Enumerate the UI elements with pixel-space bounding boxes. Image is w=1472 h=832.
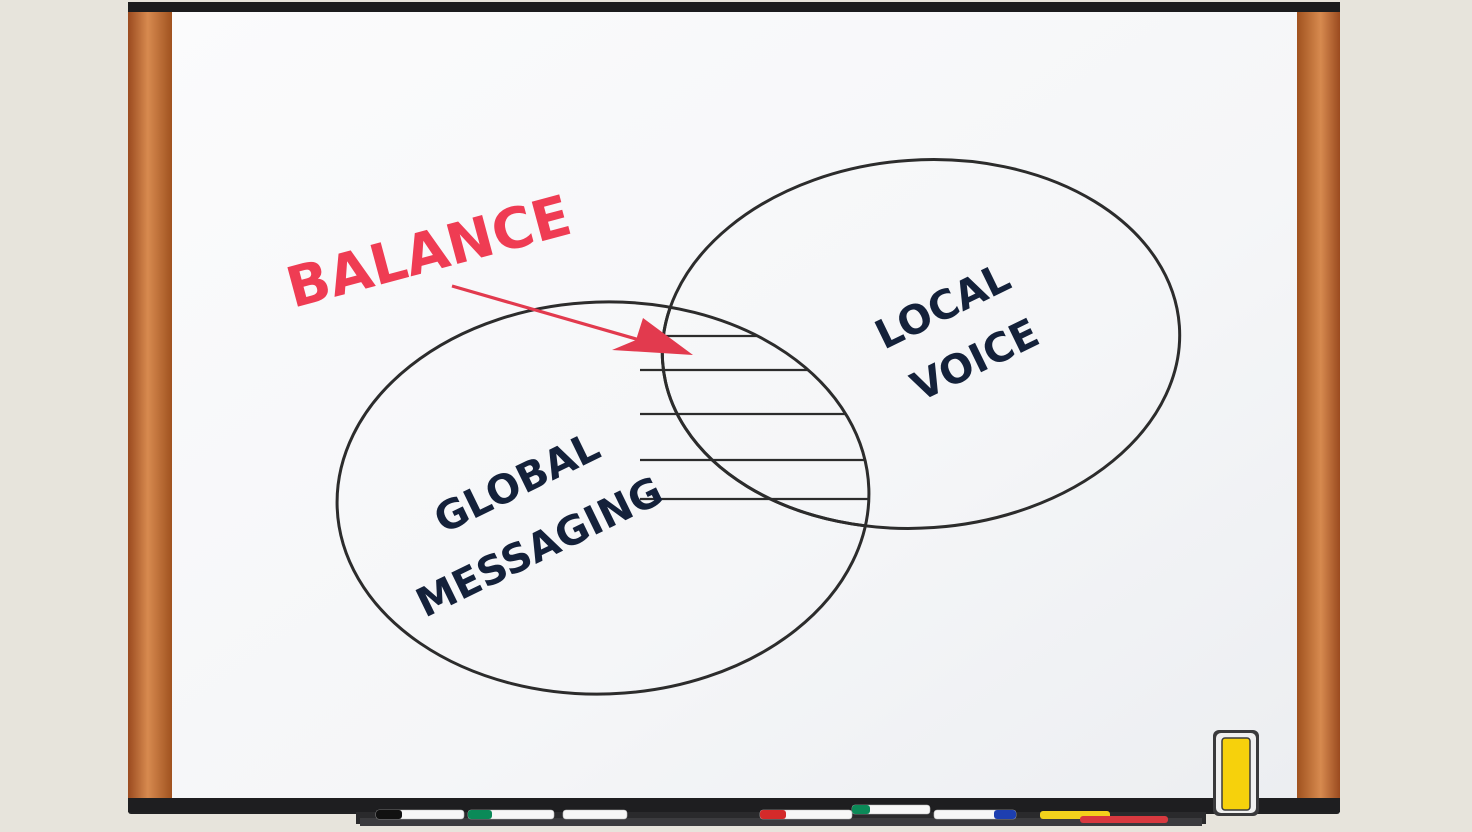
marker-green[interactable] xyxy=(467,809,555,820)
whiteboard-surface xyxy=(172,12,1297,798)
left-circle xyxy=(335,300,871,696)
right-wood-trim xyxy=(1297,2,1340,812)
markers xyxy=(375,804,1168,823)
balance-arrow xyxy=(451,284,693,355)
marker-blue[interactable] xyxy=(933,809,1017,820)
eraser[interactable] xyxy=(1213,730,1259,816)
left-wood-trim xyxy=(128,2,172,812)
marker-red[interactable] xyxy=(759,809,853,820)
marker-gray[interactable] xyxy=(562,809,628,820)
arrowhead-icon xyxy=(612,318,693,355)
marker-green-2[interactable] xyxy=(851,804,931,815)
marker-red-2[interactable] xyxy=(1080,816,1168,823)
bottom-frame-edge xyxy=(128,798,1340,812)
marker-black[interactable] xyxy=(375,809,465,820)
top-frame-edge xyxy=(128,2,1340,12)
